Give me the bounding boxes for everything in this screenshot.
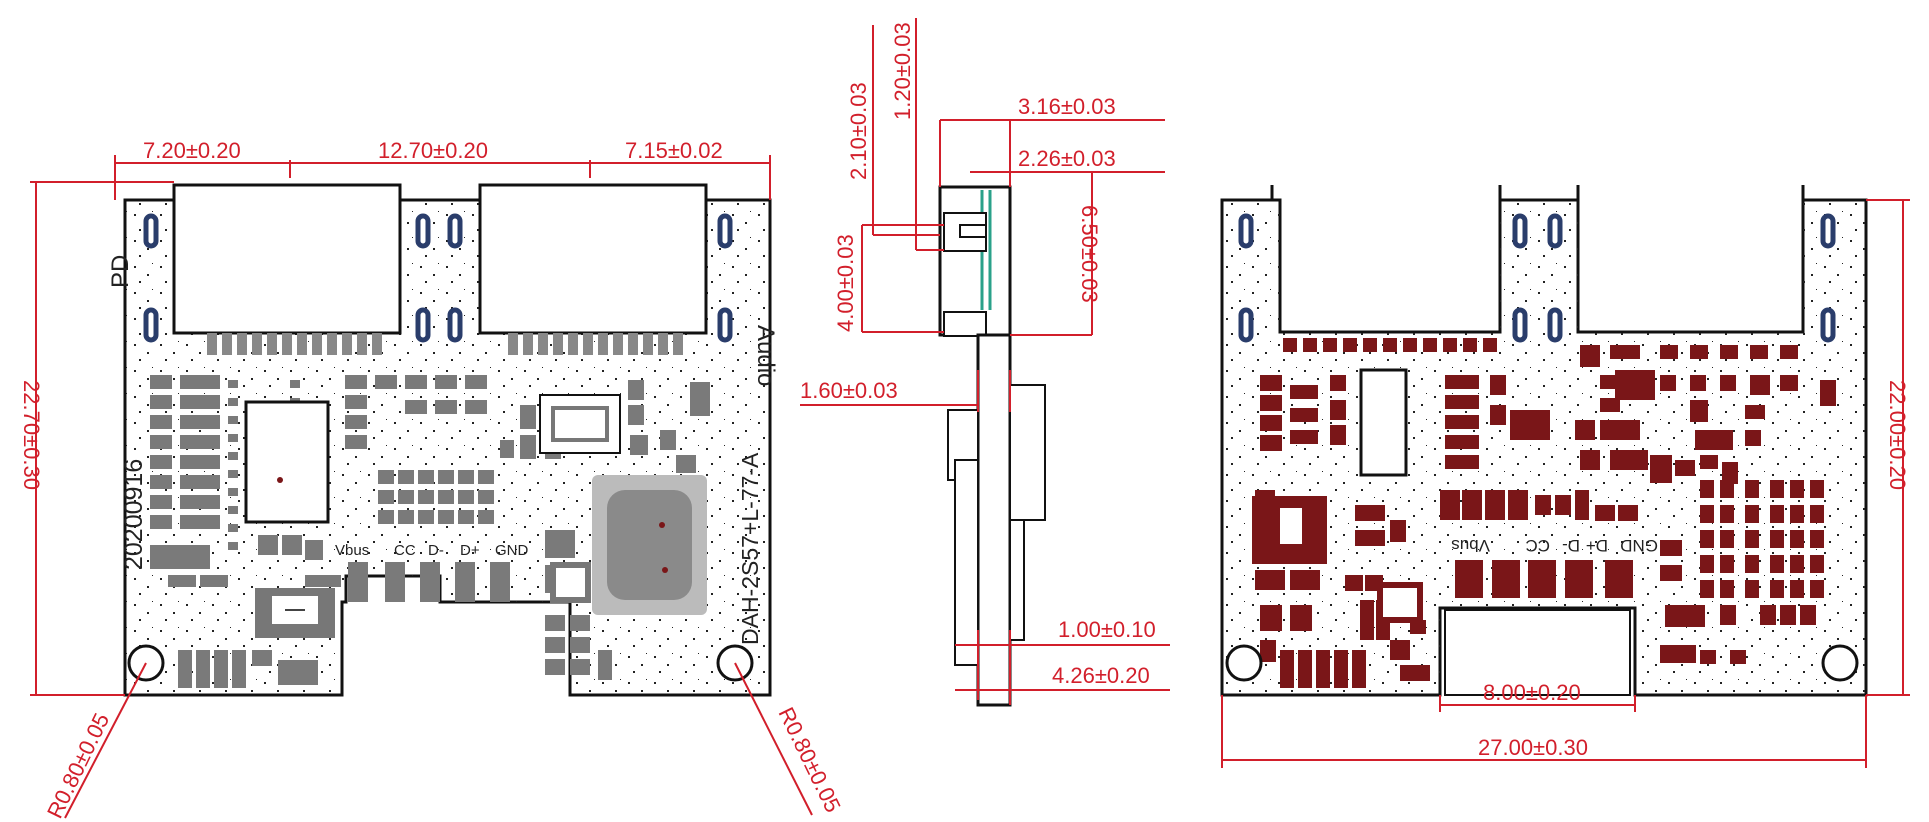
bottom-label-pin-cc: CC: [1525, 536, 1550, 555]
side-view-board: [976, 333, 1012, 707]
label-date-code: 20200916: [120, 459, 148, 570]
top-view-components-left: [150, 375, 341, 587]
label-pin-vbus: Vbus: [335, 542, 369, 559]
bottom-view-hole-right: [1821, 644, 1859, 682]
top-view-switch-inner: [551, 406, 609, 442]
dim-notch-width: 8.00±0.20: [1483, 680, 1581, 705]
top-view-ic-left-mark: [277, 477, 283, 483]
bottom-view-connector-window: [1444, 609, 1631, 696]
dim-side-d3: 3.16±0.03: [1018, 94, 1116, 119]
dim-hole-left: R0.80±0.05: [42, 709, 114, 822]
side-view-part-right: [1009, 384, 1046, 521]
top-view-mcu-dot-2: [662, 567, 668, 573]
label-part-number: DAH-2S57+L-77-A: [737, 452, 763, 645]
dim-side-d4: 2.26±0.03: [1018, 146, 1116, 171]
bottom-view-crystal: [1377, 582, 1423, 623]
bottom-view-dimension-lines: [1221, 199, 1910, 768]
bottom-label-pin-dplus: D+: [1586, 536, 1608, 555]
label-pin-gnd: GND: [495, 542, 529, 559]
dim-side-d5: 4.00±0.03: [833, 234, 858, 332]
side-view: 2.10±0.03 1.20±0.03 3.16±0.03 2.26±0.03 …: [800, 18, 1170, 707]
bottom-view-slots: [1238, 213, 1836, 343]
usb-port-pd: [172, 183, 402, 335]
top-view-mcu-dot-1: [659, 522, 665, 528]
bottom-view-hole-left: [1225, 644, 1263, 682]
usb-port-audio: [478, 183, 708, 335]
dim-board-height-top: 22.70±0.30: [19, 380, 44, 490]
top-view: PD Audio 20200916 DAH-2S57+L-77-A Vbus C…: [19, 138, 846, 822]
label-pin-cc: CC: [394, 542, 416, 559]
top-view-mcu: [607, 490, 692, 600]
top-view-bottom-pads: [178, 650, 318, 688]
bottom-label-pin-vbus: Vbus: [1451, 536, 1490, 555]
bottom-view-pin-labels: Vbus CC D- D+ GND: [1451, 536, 1658, 555]
dim-side-d7: 1.60±0.03: [800, 378, 898, 403]
dim-board-width: 27.00±0.30: [1478, 735, 1588, 760]
dim-side-d9: 4.26±0.20: [1052, 663, 1150, 688]
bottom-view-ic: [1359, 368, 1408, 477]
bottom-view-large-part-inner: [1280, 508, 1302, 544]
side-view-tab-bottom: [943, 311, 987, 337]
top-view-slots: [143, 213, 733, 343]
top-view-port-pads: [207, 333, 683, 355]
label-pd: PD: [107, 255, 134, 288]
side-view-dimension-lines: [800, 18, 1170, 705]
label-pin-dplus: D+: [460, 542, 480, 559]
top-view-crystal: [550, 562, 591, 603]
dim-left-port-offset: 7.20±0.20: [143, 138, 241, 163]
side-view-part-left-long: [954, 459, 979, 666]
label-audio: Audio: [752, 325, 779, 386]
dim-right-port-offset: 7.15±0.02: [625, 138, 723, 163]
dim-side-d6: 6.50±0.03: [1077, 205, 1102, 303]
dim-board-height-bottom: 22.00±0.20: [1885, 380, 1910, 490]
label-pin-dminus: D-: [428, 542, 444, 559]
side-view-pin: [959, 224, 987, 238]
dim-port-spacing: 12.70±0.20: [378, 138, 488, 163]
top-view-ic-left: [244, 400, 330, 524]
bottom-label-pin-dminus: D-: [1562, 536, 1580, 555]
dim-side-d8: 1.00±0.10: [1058, 617, 1156, 642]
bottom-view: Vbus CC D- D+ GND 22.00±0.20 8.00±0.20 2…: [1220, 185, 1910, 768]
bottom-label-pin-gnd: GND: [1620, 536, 1658, 555]
side-view-part-right-thin: [1009, 519, 1025, 641]
bottom-view-port-walls: [1270, 185, 1805, 200]
top-view-dimension-lines: [30, 155, 813, 819]
dim-side-d1: 2.10±0.03: [846, 82, 871, 180]
top-view-components-right: [545, 380, 710, 680]
dim-side-d2: 1.20±0.03: [890, 22, 915, 120]
